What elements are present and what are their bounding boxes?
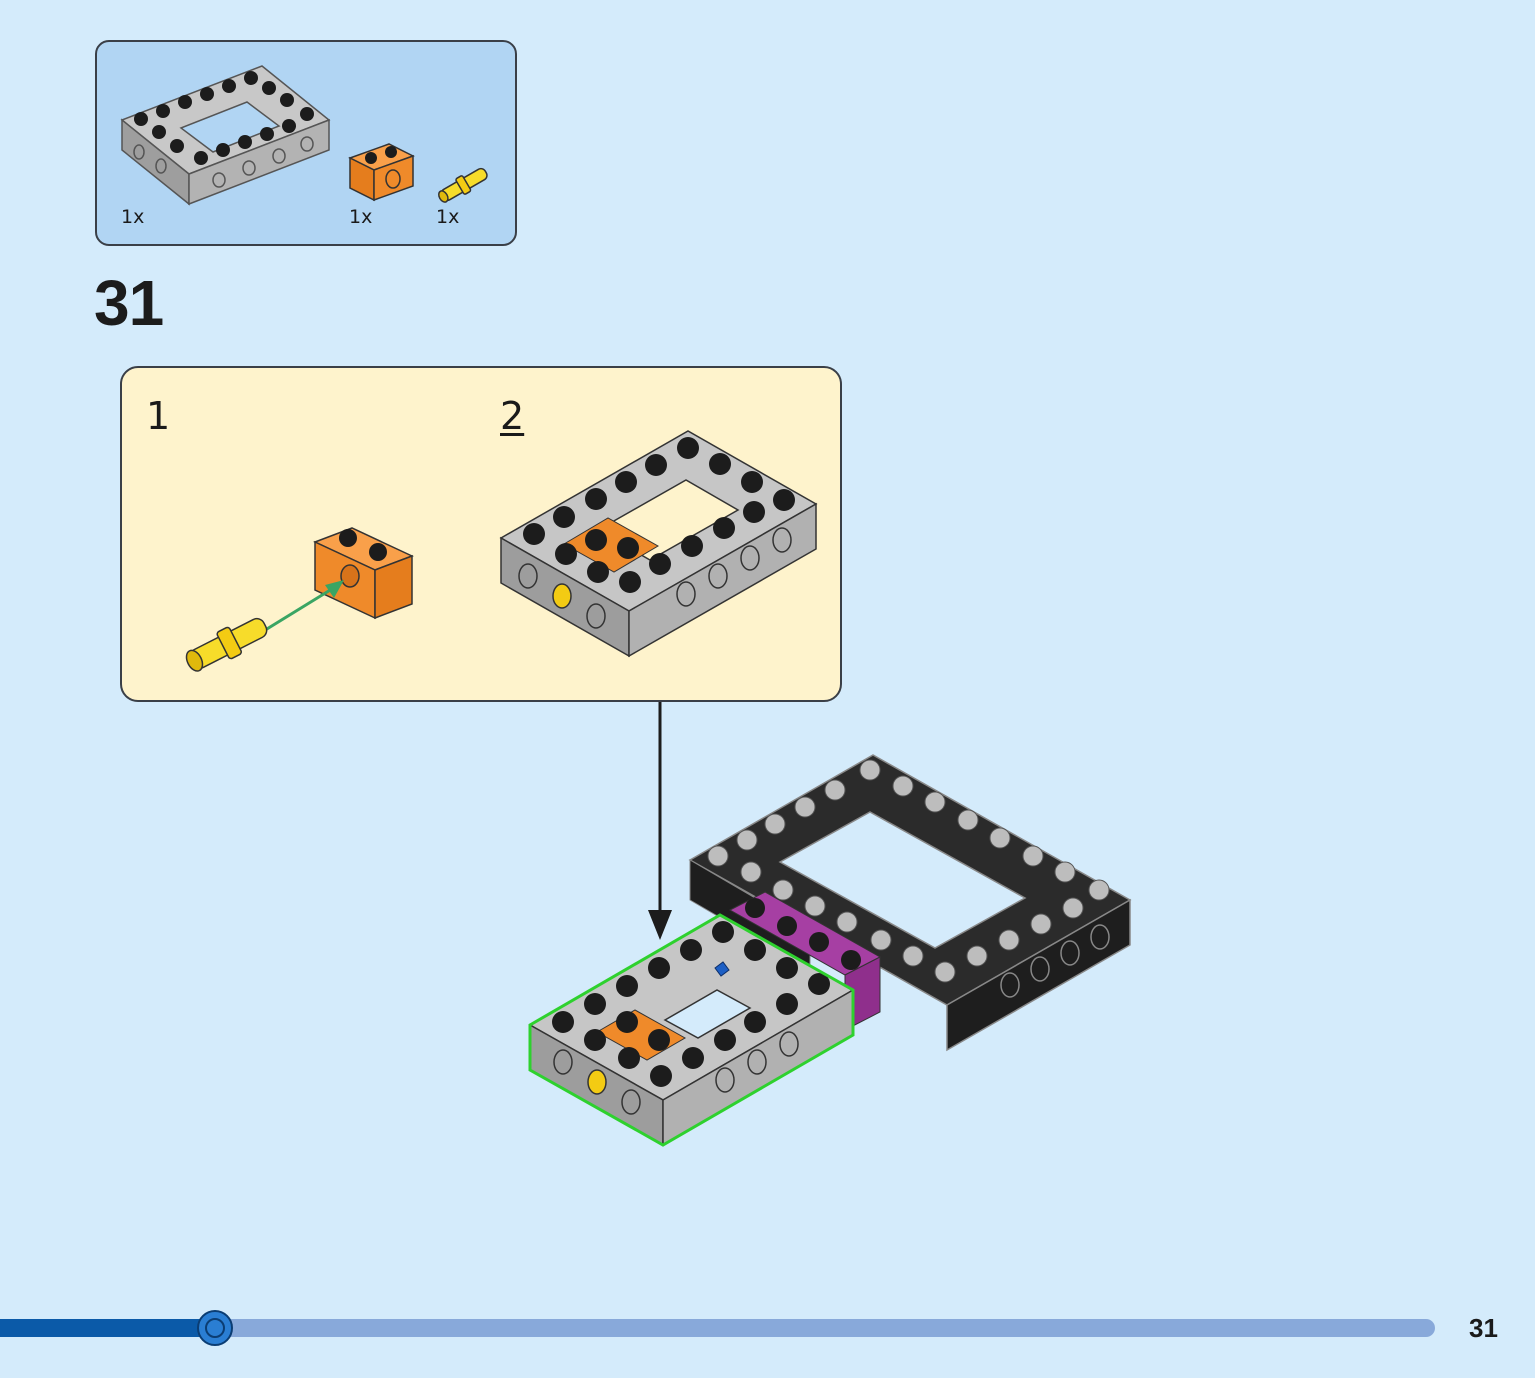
part-qty: 1x (121, 206, 145, 228)
sub-step-number: 1 (146, 394, 171, 438)
progress-track (0, 1319, 1435, 1337)
gray-open-frame-icon (120, 65, 331, 206)
part-qty: 1x (349, 206, 373, 228)
insert-arrow-icon (325, 580, 344, 598)
down-arrow-icon (648, 702, 672, 940)
sub-step-2-illustration (499, 430, 818, 658)
new-part-highlight (528, 913, 855, 1147)
progress-knob (197, 1310, 233, 1346)
orange-technic-brick-icon (348, 143, 415, 202)
sub-assembly-callout: 1 2 (120, 366, 842, 702)
main-assembly-illustration (528, 754, 1132, 1147)
page-number: 31 (1469, 1313, 1498, 1343)
parts-callout: 1x 1x 1x (95, 40, 517, 246)
yellow-technic-pin-icon (438, 167, 488, 203)
part-qty: 1x (436, 206, 460, 228)
progress-fill (0, 1319, 215, 1337)
sub-step-1-illustration (185, 527, 414, 672)
step-number: 31 (94, 267, 164, 339)
sub-step-number: 2 (500, 394, 525, 438)
